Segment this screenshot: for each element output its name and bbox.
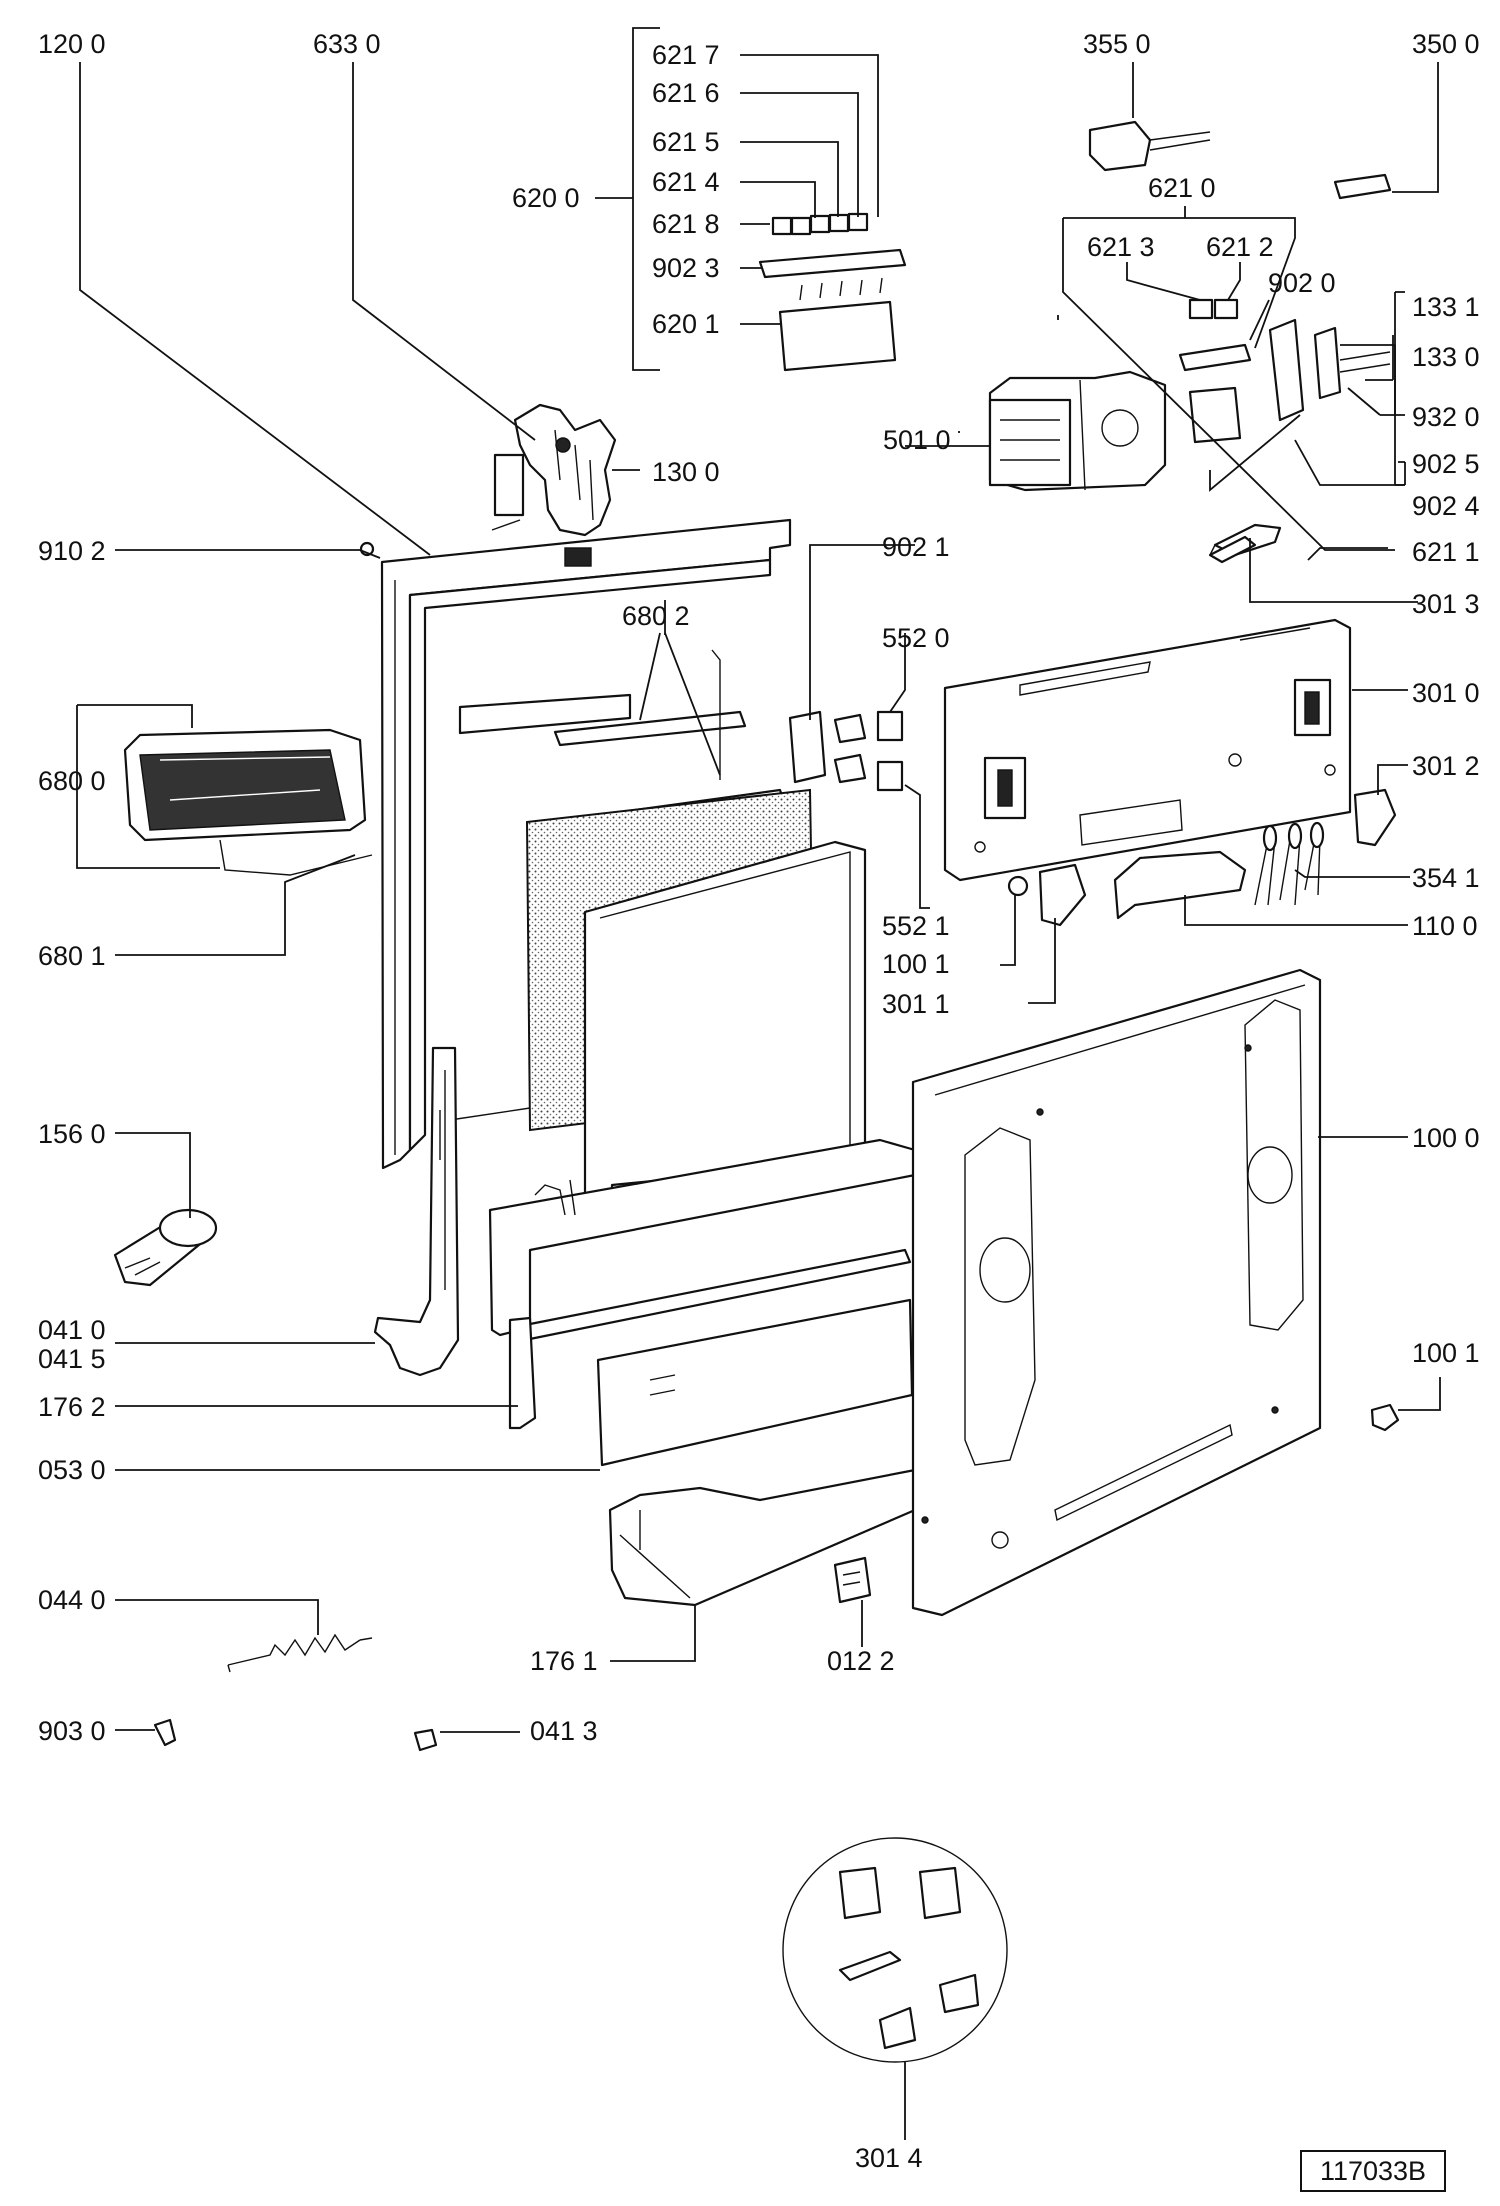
bolt-part <box>413 1728 438 1752</box>
handle-knob-part <box>113 1208 218 1287</box>
label-301-4: 301 4 <box>855 2143 923 2173</box>
control-box-part <box>123 728 373 876</box>
label-301-2: 301 2 <box>1412 751 1480 781</box>
label-012-2: 012 2 <box>827 1646 895 1676</box>
clip-part <box>153 1718 177 1747</box>
hinge-arm-part <box>373 1046 460 1377</box>
outer-door-panel-part <box>911 968 1322 1617</box>
label-044-0: 044 0 <box>38 1585 106 1615</box>
label-350-0: 350 0 <box>1412 29 1480 59</box>
label-053-0: 053 0 <box>38 1455 106 1485</box>
label-621-7: 621 7 <box>652 40 720 70</box>
label-902-1: 902 1 <box>882 532 950 562</box>
switch-blocks-part <box>788 710 904 792</box>
spring-part <box>227 1633 373 1673</box>
label-910-2: 910 2 <box>38 536 106 566</box>
label-501-0: 501 0 <box>883 425 951 455</box>
lower-channel-part <box>488 1138 917 1607</box>
label-903-0: 903 0 <box>38 1716 106 1746</box>
label-176-1: 176 1 <box>530 1646 598 1676</box>
label-133-1: 133 1 <box>1412 292 1480 322</box>
label-041-5: 041 5 <box>38 1344 106 1374</box>
label-552-0: 552 0 <box>882 623 950 653</box>
bracket-part <box>1113 850 1247 920</box>
cap-screw-part <box>1370 1403 1400 1432</box>
small-caps-part <box>1007 788 1397 927</box>
label-902-0: 902 0 <box>1268 268 1336 298</box>
label-156-0: 156 0 <box>38 1119 106 1149</box>
label-130-0: 130 0 <box>652 457 720 487</box>
timer-part <box>988 370 1167 492</box>
label-552-1: 552 1 <box>882 911 950 941</box>
label-621-0: 621 0 <box>1148 173 1216 203</box>
label-621-5: 621 5 <box>652 127 720 157</box>
label-301-0: 301 0 <box>1412 678 1480 708</box>
label-621-1: 621 1 <box>1412 537 1480 567</box>
switch-assembly-part <box>758 212 907 372</box>
key-part <box>1208 535 1257 564</box>
label-902-4: 902 4 <box>1412 491 1480 521</box>
label-621-8: 621 8 <box>652 209 720 239</box>
hinge-plate-part <box>833 1556 872 1604</box>
label-621-3: 621 3 <box>1087 232 1155 262</box>
label-100-1-upper: 100 1 <box>882 949 950 979</box>
leader-lines <box>76 27 1441 2140</box>
label-301-1: 301 1 <box>882 989 950 1019</box>
control-panel-part <box>943 618 1352 882</box>
label-680-2: 680 2 <box>622 601 690 631</box>
label-133-0: 133 0 <box>1412 342 1480 372</box>
label-100-0: 100 0 <box>1412 1123 1480 1153</box>
label-110-0: 110 0 <box>1412 911 1478 941</box>
connector-part <box>1088 120 1392 200</box>
wire-terminals-part <box>1254 821 1325 906</box>
label-620-1: 620 1 <box>652 309 720 339</box>
reference-number-box: 117033B <box>1300 2150 1446 2192</box>
label-100-1-lower: 100 1 <box>1412 1338 1480 1368</box>
part-labels: 120 0 633 0 621 7 621 6 621 5 621 4 620 … <box>38 29 1480 2173</box>
label-621-4: 621 4 <box>652 167 720 197</box>
label-301-3: 301 3 <box>1412 589 1480 619</box>
label-633-0: 633 0 <box>313 29 381 59</box>
latch-assembly-part <box>491 403 617 537</box>
parts-drawing <box>113 120 1400 2063</box>
door-frame-part <box>380 518 792 1170</box>
label-621-6: 621 6 <box>652 78 720 108</box>
kit-circle-part <box>782 1837 1008 2063</box>
label-680-1: 680 1 <box>38 941 106 971</box>
label-176-2: 176 2 <box>38 1392 106 1422</box>
label-932-0: 932 0 <box>1412 402 1480 432</box>
label-041-3: 041 3 <box>530 1716 598 1746</box>
label-621-2: 621 2 <box>1206 232 1274 262</box>
label-680-0: 680 0 <box>38 766 106 796</box>
label-620-0: 620 0 <box>512 183 580 213</box>
label-120-0: 120 0 <box>38 29 106 59</box>
label-354-1: 354 1 <box>1412 863 1480 893</box>
label-041-0: 041 0 <box>38 1315 106 1345</box>
label-902-5: 902 5 <box>1412 449 1480 479</box>
label-355-0: 355 0 <box>1083 29 1151 59</box>
label-902-3: 902 3 <box>652 253 720 283</box>
